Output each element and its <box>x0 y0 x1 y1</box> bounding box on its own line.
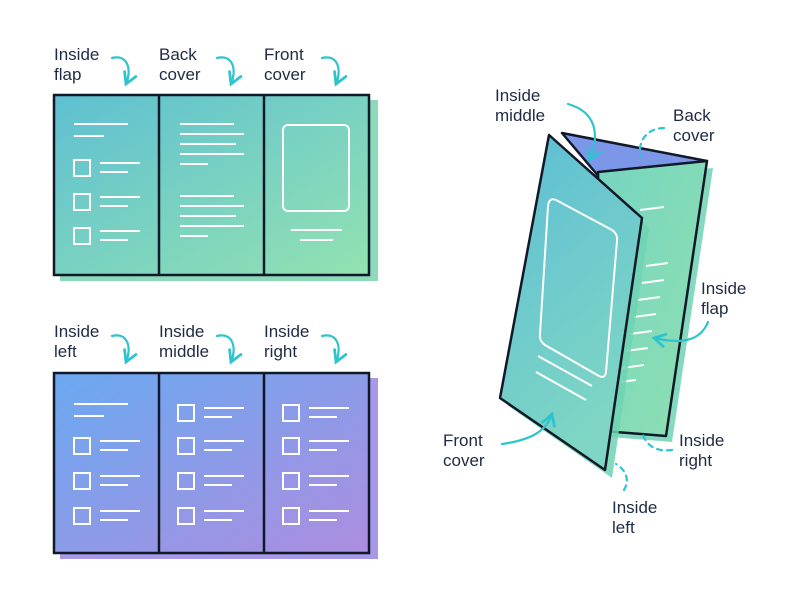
dashed-pointer-icon <box>614 462 628 492</box>
dashed-pointer-icon <box>640 430 674 452</box>
inside-panels <box>52 371 378 559</box>
outside-panels <box>52 93 378 281</box>
inside-left-content <box>73 403 140 525</box>
arrow-icon <box>651 320 710 348</box>
dashed-pointer-icon <box>638 126 666 158</box>
arrow-icon <box>320 56 348 87</box>
back-cover-content <box>180 123 244 237</box>
arrow-icon <box>215 334 243 365</box>
arrow-icon <box>500 411 556 446</box>
front-cover-content <box>535 198 619 401</box>
folded-brochure <box>498 131 713 478</box>
inside-sheet <box>52 371 371 555</box>
outside-sheet <box>52 93 371 277</box>
arrow-icon <box>566 102 602 163</box>
inside-middle-content <box>177 404 244 525</box>
arrow-icon <box>110 56 138 87</box>
arrow-icon <box>110 334 138 365</box>
inside-flap-content <box>73 123 140 245</box>
arrow-icon <box>215 56 243 87</box>
inside-right-content <box>282 404 349 525</box>
arrow-icon <box>320 334 348 365</box>
front-cover-content <box>282 124 350 241</box>
front-cover-panel <box>498 133 644 472</box>
